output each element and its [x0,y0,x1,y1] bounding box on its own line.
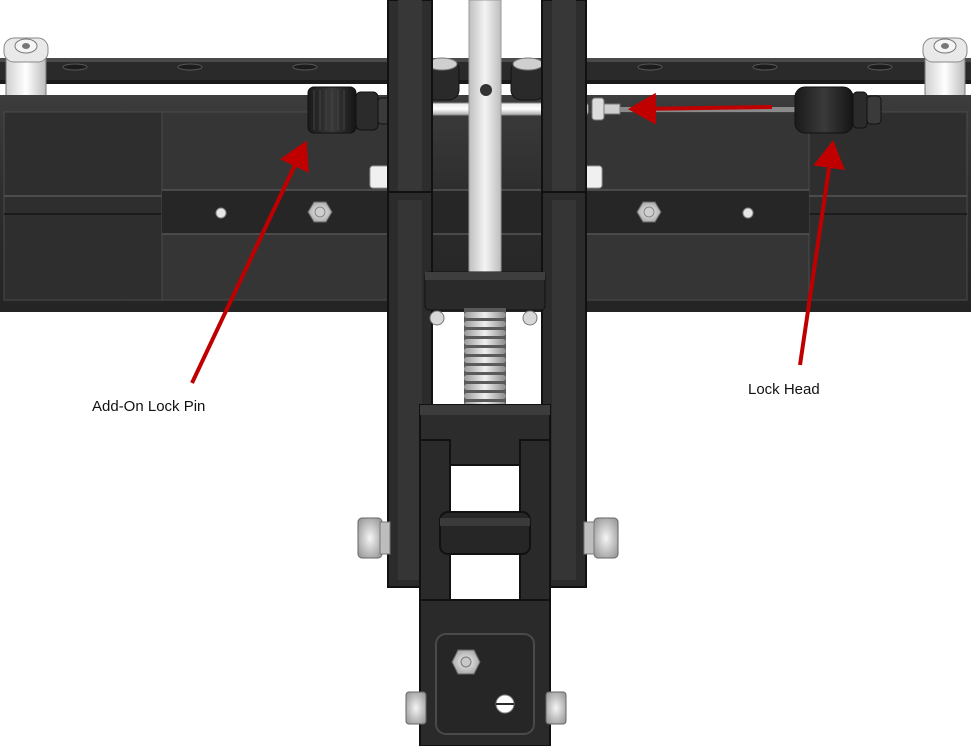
hex-bolt-icon [636,201,662,223]
hex-bolt-icon [451,649,481,675]
center-rod [468,0,502,291]
hex-bolt-icon [307,201,333,223]
compression-spring-icon [464,308,506,412]
end-cap-right [922,37,968,109]
motion-arrow-lock-head [628,92,773,125]
bottom-mount [405,599,567,746]
hex-bolt-icon [545,691,567,725]
label-add-on-lock-pin: Add-On Lock Pin [92,398,206,415]
hex-bolt-icon [583,517,619,559]
bracket-right [541,0,587,588]
callout-arrow-lock-head [798,140,845,366]
callout-arrow-lock-pin [190,140,309,384]
bracket-left [387,0,433,588]
label-lock-head: Lock Head [748,381,820,398]
hinge-block [357,404,619,625]
hex-bolt-icon [510,57,546,101]
hex-bolt-icon [405,691,427,725]
hex-bolt-icon [357,517,391,559]
